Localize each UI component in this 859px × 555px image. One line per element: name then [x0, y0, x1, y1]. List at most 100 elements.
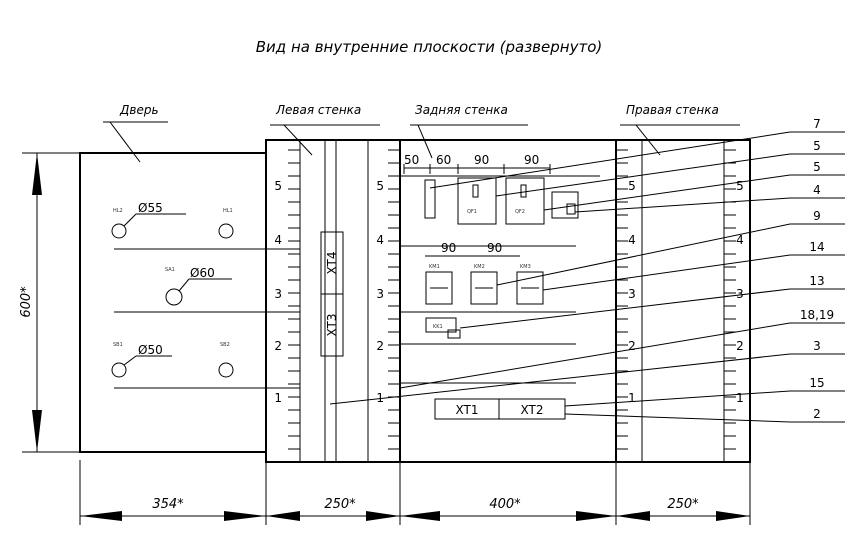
right-scale-5b: 5 — [736, 179, 744, 193]
callout-number: 2 — [813, 407, 821, 421]
callout-leader — [495, 153, 791, 197]
breaker-qf2-handle — [520, 184, 527, 198]
callout-leader — [542, 254, 791, 291]
dim-col-60: 60 — [436, 153, 451, 167]
right-scale-5a: 5 — [628, 179, 636, 193]
left-scale-4: 4 — [274, 233, 282, 247]
inner-left-scale-2: 2 — [376, 339, 384, 353]
dim-back-width: 400* — [489, 497, 521, 512]
right-wall-panel — [615, 139, 751, 463]
contactor-km2-label: KM2 — [474, 264, 485, 270]
callout-number: 5 — [813, 160, 821, 174]
dim-right-width: 250* — [667, 497, 699, 512]
breaker-qf1-label: QF1 — [467, 209, 477, 215]
callout-number: 9 — [813, 209, 821, 223]
callout-number: 3 — [813, 339, 821, 353]
height-dim-text: 600* — [19, 286, 34, 318]
right-scale-3a: 3 — [628, 287, 636, 301]
label-door: Дверь — [119, 103, 159, 117]
arrow-door-r — [224, 511, 266, 521]
small-device-left — [424, 179, 436, 219]
door-d60-label: Ø60 — [190, 266, 215, 280]
relay-kk1-label: KK1 — [433, 324, 443, 330]
callout-leader — [543, 174, 791, 211]
right-scale-2b: 2 — [736, 339, 744, 353]
label-back-wall-leader — [417, 124, 433, 159]
contactor-km1 — [425, 271, 453, 305]
inner-left-scale-3: 3 — [376, 287, 384, 301]
label-right-wall: Правая стенка — [626, 103, 719, 117]
callout-leader — [329, 353, 791, 405]
sa1-leader — [178, 278, 190, 292]
inner-left-scale-5: 5 — [376, 179, 384, 193]
right-scale-2a: 2 — [628, 339, 636, 353]
door-d55-label: Ø55 — [138, 201, 163, 215]
scale-ticks — [288, 149, 736, 450]
terminal-block-small-inner — [566, 203, 576, 215]
terminal-xt1-label: XT1 — [456, 403, 479, 417]
dim-row-90b: 90 — [487, 241, 502, 255]
drawing-title: Вид на внутренние плоскости (развернуто) — [256, 38, 602, 56]
callout-leader — [459, 288, 791, 329]
contactor-km2 — [470, 271, 498, 305]
left-scale-1: 1 — [274, 391, 282, 405]
arrow-back-r — [576, 511, 616, 521]
terminal-xt2-label: XT2 — [521, 403, 544, 417]
door-hl1-label: HL1 — [223, 208, 233, 214]
contactor-km3 — [516, 271, 544, 305]
breaker-qf1 — [457, 177, 497, 225]
door-d50-label: Ø50 — [138, 343, 163, 357]
callout-leader — [574, 197, 791, 213]
callout-number: 13 — [809, 274, 824, 288]
left-scale-2: 2 — [274, 339, 282, 353]
relay-kk1 — [425, 317, 457, 333]
breaker-qf2 — [505, 177, 545, 225]
callout-number: 7 — [813, 117, 821, 131]
inner-left-scale-1: 1 — [376, 391, 384, 405]
label-left-wall: Левая стенка — [275, 103, 361, 117]
button-sb2-hole — [218, 362, 234, 378]
breaker-qf1-handle — [472, 184, 479, 198]
arrow-right-l — [616, 511, 650, 521]
hl2-leader — [123, 213, 137, 227]
indicator-hl1-hole — [218, 223, 234, 239]
dim-col-90a: 90 — [474, 153, 489, 167]
terminal-xt4-label: XT4 — [325, 252, 339, 275]
door-sb2-label: SB2 — [220, 342, 230, 348]
dim-col-50: 50 — [404, 153, 419, 167]
callout-leader — [399, 322, 791, 389]
callout-leader — [496, 223, 791, 286]
callout-leader — [564, 413, 791, 423]
left-scale-3: 3 — [274, 287, 282, 301]
door-hl2-label: HL2 — [113, 208, 123, 214]
dim-col-90b: 90 — [524, 153, 539, 167]
callout-number: 4 — [813, 183, 821, 197]
height-arrow-top — [32, 153, 42, 195]
dim-row-90a: 90 — [441, 241, 456, 255]
arrow-left-l — [266, 511, 300, 521]
dim-left-width: 250* — [324, 497, 356, 512]
right-scale-4b: 4 — [736, 233, 744, 247]
arrow-left-r — [366, 511, 400, 521]
callout-leader — [429, 131, 791, 189]
button-sb1-hole — [111, 362, 127, 378]
callout-number: 18,19 — [800, 308, 834, 322]
arrow-back-l — [400, 511, 440, 521]
right-scale-1a: 1 — [628, 391, 636, 405]
sb1-leader — [123, 355, 137, 366]
inner-left-scale-4: 4 — [376, 233, 384, 247]
breaker-qf2-label: QF2 — [515, 209, 525, 215]
contactor-km1-label: KM1 — [429, 264, 440, 270]
back-wall-panel — [399, 139, 617, 463]
terminal-xt3-label: XT3 — [325, 314, 339, 337]
callout-leader — [564, 390, 791, 407]
arrow-right-r — [716, 511, 750, 521]
door-panel — [79, 152, 267, 453]
label-back-wall: Задняя стенка — [415, 103, 508, 117]
door-sb1-label: SB1 — [113, 342, 123, 348]
dim-door-width: 354* — [152, 497, 184, 512]
right-scale-4a: 4 — [628, 233, 636, 247]
contactor-km3-label: KM3 — [520, 264, 531, 270]
